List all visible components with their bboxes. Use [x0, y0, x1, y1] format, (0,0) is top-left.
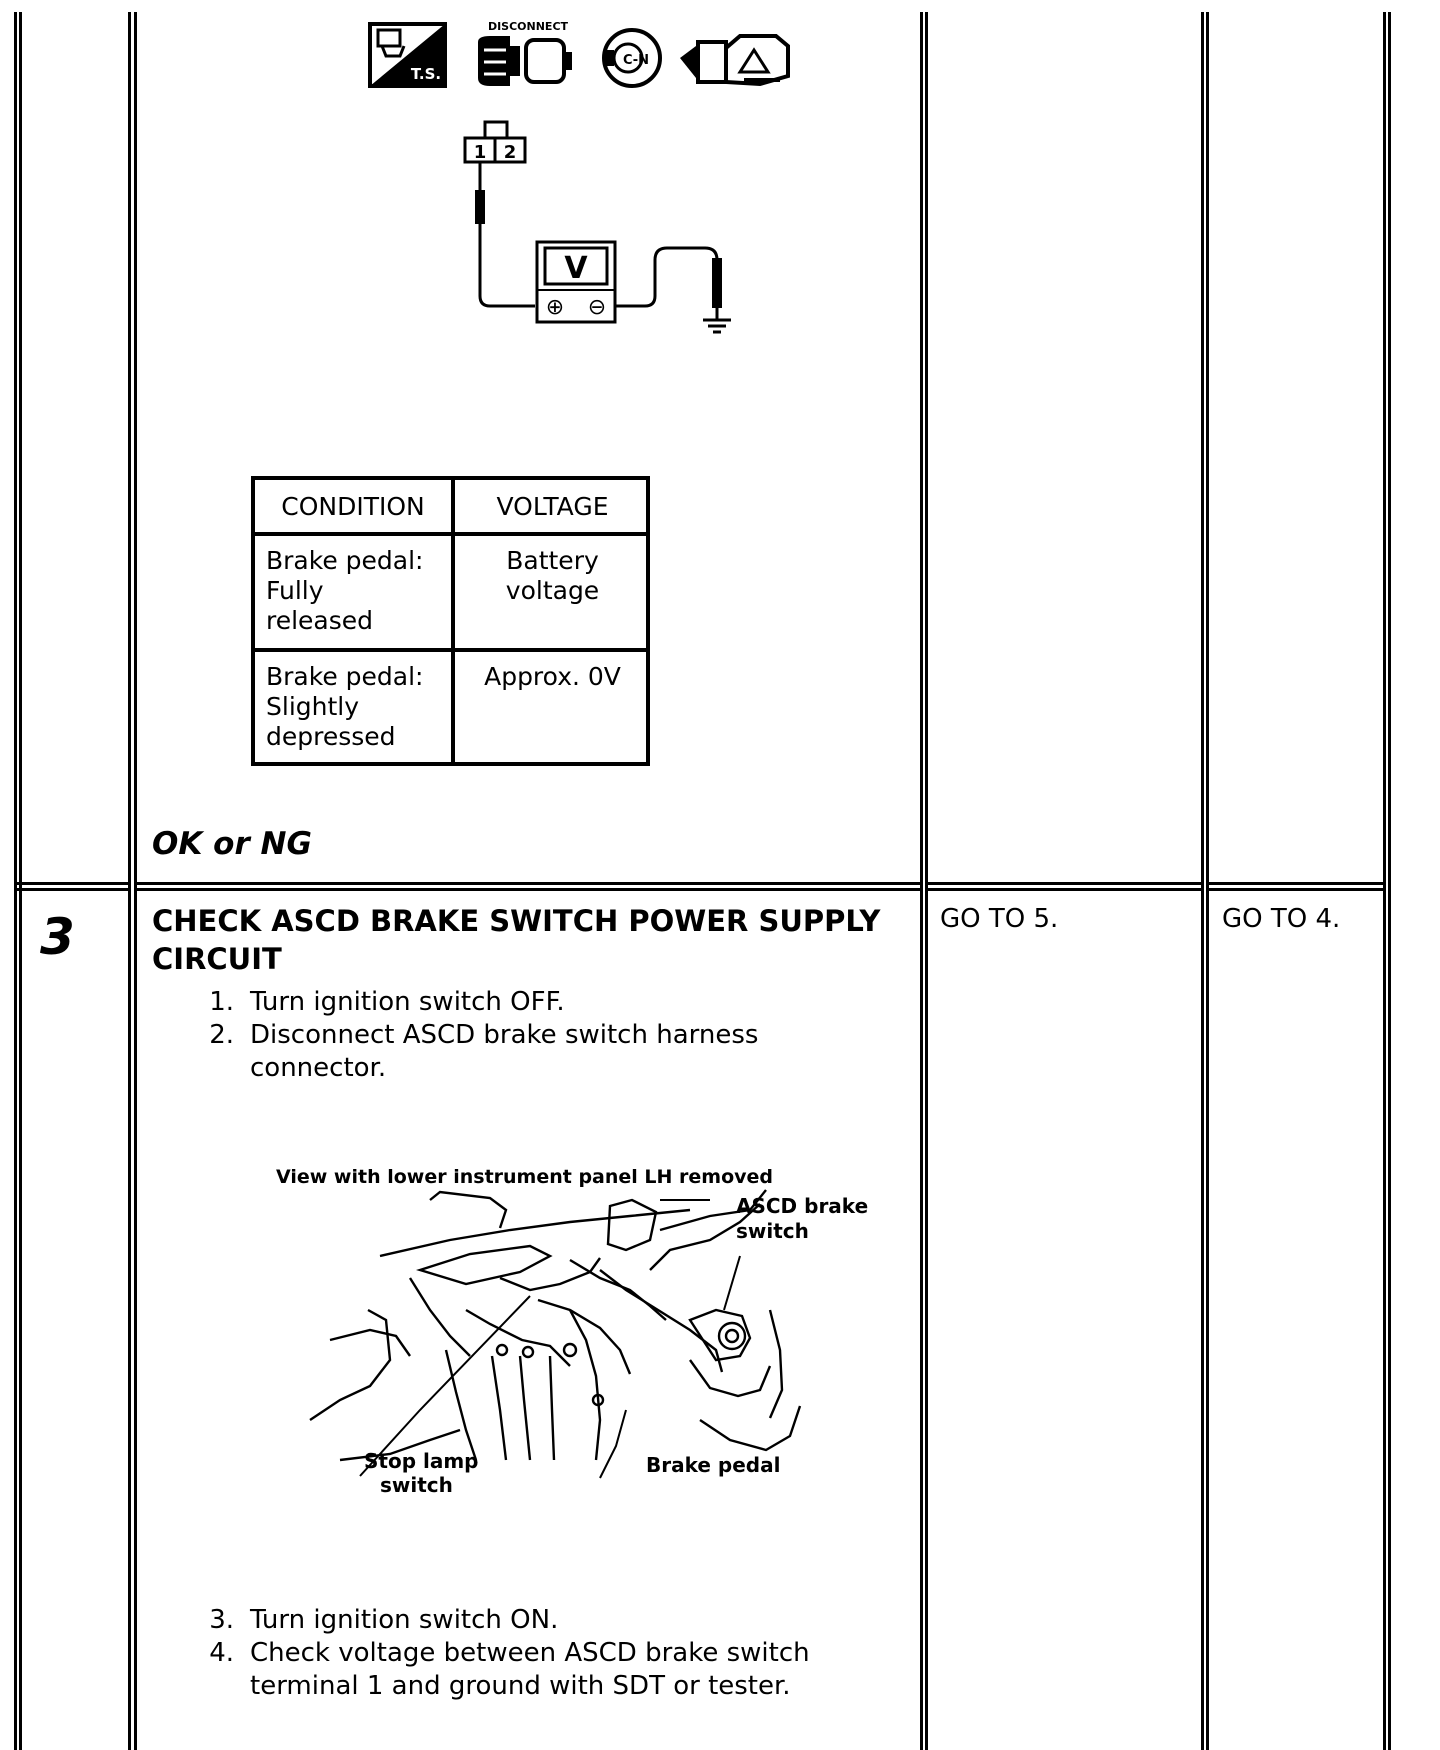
list-item: 3.Turn ignition switch ON. [209, 1605, 559, 1635]
illustration-caption: View with lower instrument panel LH remo… [276, 1166, 773, 1188]
grid-rule [925, 888, 1204, 891]
grid-rule [134, 888, 923, 891]
label-ascd-brake-switch-line2: switch [736, 1219, 809, 1243]
connector-pin-1: 1 [474, 142, 487, 163]
grid-rule [14, 882, 130, 885]
engine-icon [680, 34, 790, 87]
voltmeter: V ⊕ ⊖ [535, 240, 617, 324]
step-title: CHECK ASCD BRAKE SWITCH POWER SUPPLY CIR… [152, 904, 881, 976]
label-ascd-brake-switch: ASCD brake [736, 1194, 868, 1218]
grid-rule [14, 12, 17, 1750]
cn-label: C-N [623, 53, 649, 68]
grid-rule [134, 882, 923, 885]
step-list-before: 1.Turn ignition switch OFF. 2.Disconnect… [190, 986, 870, 1085]
condition-voltage-table: CONDITION VOLTAGE Brake pedal: Fully rel… [251, 476, 650, 766]
list-item: 2.Disconnect ASCD brake switch harness c… [209, 1020, 759, 1083]
voltmeter-diagram: 1 2 V ⊕ ⊖ [463, 120, 731, 334]
table-row-voltage: Battery voltage [505, 546, 600, 605]
disconnect-label: DISCONNECT [488, 20, 569, 33]
table-header-voltage: VOLTAGE [496, 492, 609, 521]
grid-rule [19, 12, 22, 1750]
label-brake-pedal: Brake pedal [646, 1453, 780, 1477]
grid-rule [1201, 12, 1204, 1750]
ts-icon: T.S. [368, 22, 447, 88]
ground-icon [703, 318, 731, 334]
grid-rule [1388, 12, 1391, 1750]
brake-switch-illustration: View with lower instrument panel LH remo… [276, 1166, 868, 1497]
grid-rule [1206, 888, 1386, 891]
harness-connector: 1 2 [463, 120, 527, 164]
grid-rule [1206, 882, 1386, 885]
table-row-voltage: Approx. 0V [484, 662, 621, 691]
step-list-after: 3.Turn ignition switch ON. 4.Check volta… [190, 1604, 870, 1703]
grid-rule [925, 12, 928, 1750]
meter-label: V [564, 251, 588, 286]
list-item: 1.Turn ignition switch OFF. [209, 987, 565, 1017]
grid-rule [128, 12, 131, 1750]
ok-or-ng-heading: OK or NG [152, 826, 312, 862]
grid-rule [1383, 12, 1386, 1750]
ignition-key-icon: C-N [602, 28, 662, 88]
meter-minus-terminal: ⊖ [588, 295, 606, 320]
grid-rule [1206, 12, 1209, 1750]
grid-rule [920, 12, 923, 1750]
label-stop-lamp-switch-line2: switch [380, 1473, 453, 1497]
step-number: 3 [40, 908, 75, 966]
table-row-condition: Brake pedal: Fully released [266, 546, 424, 635]
label-stop-lamp-switch: Stop lamp [364, 1449, 479, 1473]
meter-plus-terminal: ⊕ [546, 295, 564, 320]
disconnect-icon: DISCONNECT [478, 20, 572, 86]
ng-result: GO TO 4. [1222, 904, 1341, 934]
ts-label: T.S. [411, 65, 441, 83]
connector-pin-2: 2 [504, 142, 517, 163]
table-header-condition: CONDITION [281, 492, 425, 521]
icon-row: T.S. DISCONNECT C-N [368, 20, 790, 88]
table-row-condition: Brake pedal: Slightly depressed [266, 662, 424, 751]
ok-result: GO TO 5. [940, 904, 1059, 934]
list-item: 4.Check voltage between ASCD brake switc… [209, 1638, 810, 1701]
grid-rule [134, 12, 137, 1750]
grid-rule [14, 888, 130, 891]
grid-rule [925, 882, 1204, 885]
